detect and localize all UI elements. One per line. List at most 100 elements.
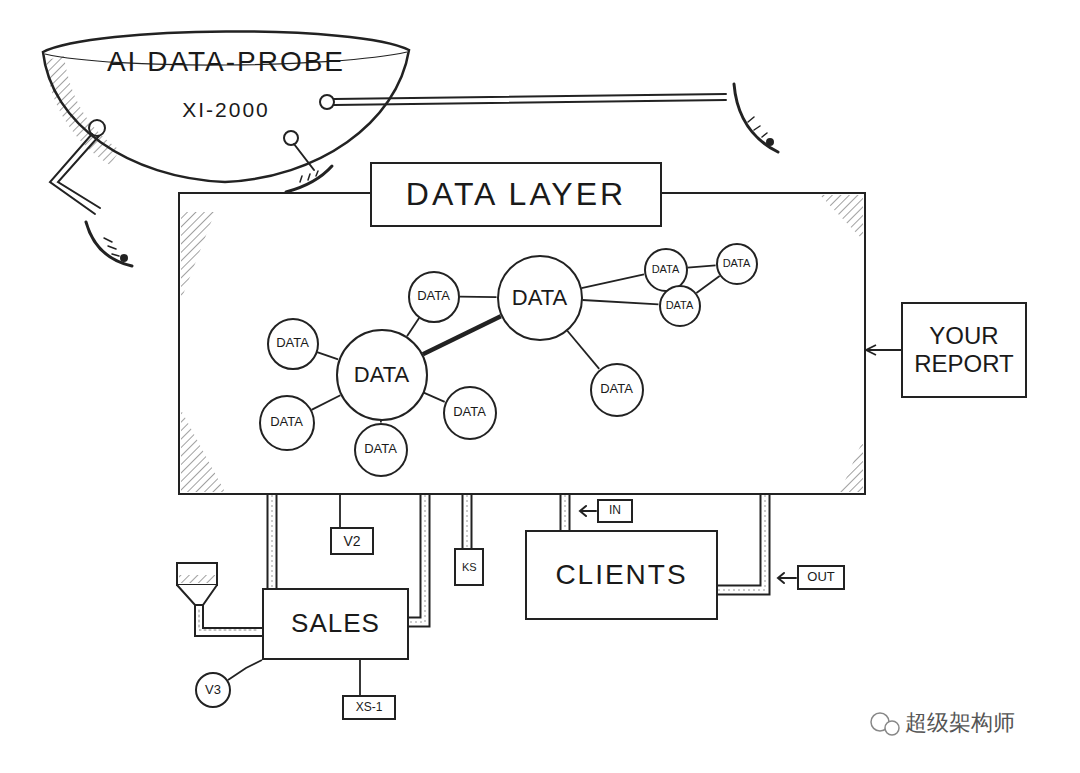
antenna-dish	[734, 84, 778, 152]
connector-stroke	[866, 349, 901, 351]
data-circle: DATA	[259, 395, 315, 451]
data-circle: DATA	[659, 285, 701, 327]
node-label: DATA	[666, 299, 694, 312]
antenna-dot	[767, 139, 773, 145]
connector-stroke	[317, 352, 338, 359]
antenna-dot	[121, 255, 127, 261]
panel-shading	[181, 212, 215, 300]
pipe-core	[269, 495, 276, 588]
pipe-wall	[462, 495, 473, 548]
tag-box: XS-1	[342, 695, 396, 720]
tag-box: KS	[454, 548, 484, 586]
pipe-connector	[467, 495, 468, 548]
in-pointer	[580, 506, 596, 516]
node-label: DATA	[276, 336, 309, 351]
node-label: DATA	[652, 263, 680, 276]
pipe-wall	[560, 495, 571, 530]
sales-box: SALES	[262, 588, 409, 660]
connector-line	[582, 300, 658, 304]
antenna-arm	[50, 134, 95, 214]
antenna-arm	[58, 136, 100, 208]
node-label: KS	[462, 561, 476, 574]
watermark: 超级架构师	[905, 708, 1015, 738]
data-circle: DATA	[336, 329, 428, 421]
pipe-texture	[199, 610, 257, 630]
out-pointer	[778, 573, 796, 583]
funnel-hopper	[177, 563, 217, 585]
connector-stroke	[696, 276, 719, 293]
bowl-outline	[43, 31, 409, 182]
node-label: DATA	[417, 289, 450, 304]
pipe-connector	[565, 495, 566, 530]
pipe-wall	[718, 495, 765, 590]
node-label: SALES	[291, 609, 380, 639]
antenna-arm	[334, 100, 726, 105]
connector-line	[866, 350, 901, 351]
report-box: YOUR REPORT	[901, 302, 1027, 398]
connector-stroke	[359, 660, 361, 695]
funnel-cone	[177, 585, 217, 605]
clients-box: CLIENTS	[525, 530, 718, 620]
node-label: CLIENTS	[555, 559, 687, 591]
antenna-ticks	[300, 171, 318, 182]
pipe-core	[718, 495, 765, 590]
connector-line	[567, 331, 599, 369]
tag-box: IN	[597, 499, 633, 523]
node-label: DATA	[354, 362, 409, 387]
node-label: V3	[205, 683, 221, 698]
antenna-dish	[86, 222, 132, 266]
node-label: DATA	[723, 257, 751, 270]
data-circle: DATA	[716, 243, 758, 285]
pipe-wall	[267, 495, 278, 588]
node-label: DATA	[364, 442, 397, 457]
connector-stroke	[339, 495, 341, 527]
node-label: XS-1	[356, 701, 383, 715]
funnel-contents	[179, 575, 215, 583]
pipe-texture	[565, 495, 566, 530]
connector-stroke	[460, 296, 497, 298]
connector-line	[407, 318, 419, 336]
probe-title: AI DATA-PROBE	[107, 46, 345, 78]
connector-stroke	[567, 331, 599, 369]
data-circle: DATA	[354, 423, 408, 477]
connector-line	[317, 352, 338, 359]
pipe-connector	[409, 495, 425, 622]
valve-circle: V3	[195, 672, 231, 708]
pipe-texture	[718, 495, 765, 590]
connector-line	[340, 495, 341, 527]
node-label: DATA	[453, 405, 486, 420]
funnel-pipe	[195, 605, 262, 636]
probe-bowl: AI DATA-PROBEXI-2000	[35, 12, 417, 188]
panel-shading	[181, 410, 225, 492]
connector-stroke	[582, 300, 658, 304]
pipe-core	[409, 495, 425, 622]
connector-stroke	[312, 395, 341, 410]
pipe-texture	[409, 495, 425, 622]
connector-line	[696, 276, 719, 293]
probe-socket	[284, 131, 298, 145]
connector-line	[582, 274, 645, 288]
connector-line	[312, 395, 341, 410]
watermark-icon	[885, 721, 899, 735]
pipe-core	[562, 495, 569, 530]
pipe-connector	[272, 495, 273, 588]
tag-box: V2	[330, 527, 374, 555]
data-layer-panel: DATA LAYERDATADATADATADATADATADATADATADA…	[178, 192, 866, 495]
pipe-wall	[409, 495, 425, 622]
layer-heading: DATA LAYER	[370, 162, 662, 227]
connector-line	[424, 393, 445, 402]
data-circle: DATA	[497, 255, 583, 341]
connector-line	[687, 265, 715, 267]
pipe-connector	[718, 495, 765, 590]
connector-stroke	[687, 265, 715, 267]
probe-socket	[320, 95, 334, 109]
data-circle: DATA	[267, 318, 319, 370]
node-label: V2	[343, 533, 360, 549]
connector-stroke	[228, 660, 262, 680]
node-label: DATA	[600, 382, 633, 397]
connector-line	[460, 296, 497, 297]
panel-shading	[820, 195, 863, 240]
node-label: OUT	[807, 570, 834, 585]
pipe-texture	[272, 495, 273, 588]
